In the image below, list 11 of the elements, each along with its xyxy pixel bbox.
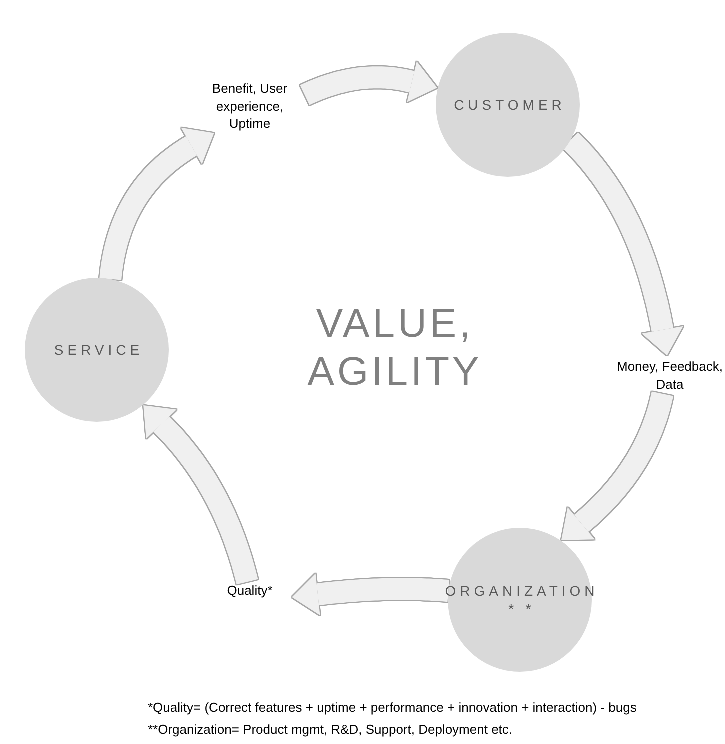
footnote-mark: * *	[508, 600, 536, 618]
circle-label: ORGANIZATION	[444, 582, 599, 600]
footnote: **Organization= Product mgmt, R&D, Support, Deployment etc.	[148, 722, 513, 737]
center-title: VALUE, AGILITY	[306, 301, 484, 396]
circle-label: CUSTOMER	[453, 96, 566, 114]
flow-label: Money, Feedback, Data	[615, 358, 725, 394]
block-arrow	[562, 132, 684, 356]
flow-label: Quality*	[210, 582, 290, 600]
footnote: *Quality= (Correct features + uptime + performance + innovation + interaction) - bugs	[148, 700, 637, 715]
circle-label: SERVICE	[53, 340, 144, 360]
flow-label: Benefit, User experience, Uptime	[195, 80, 305, 134]
